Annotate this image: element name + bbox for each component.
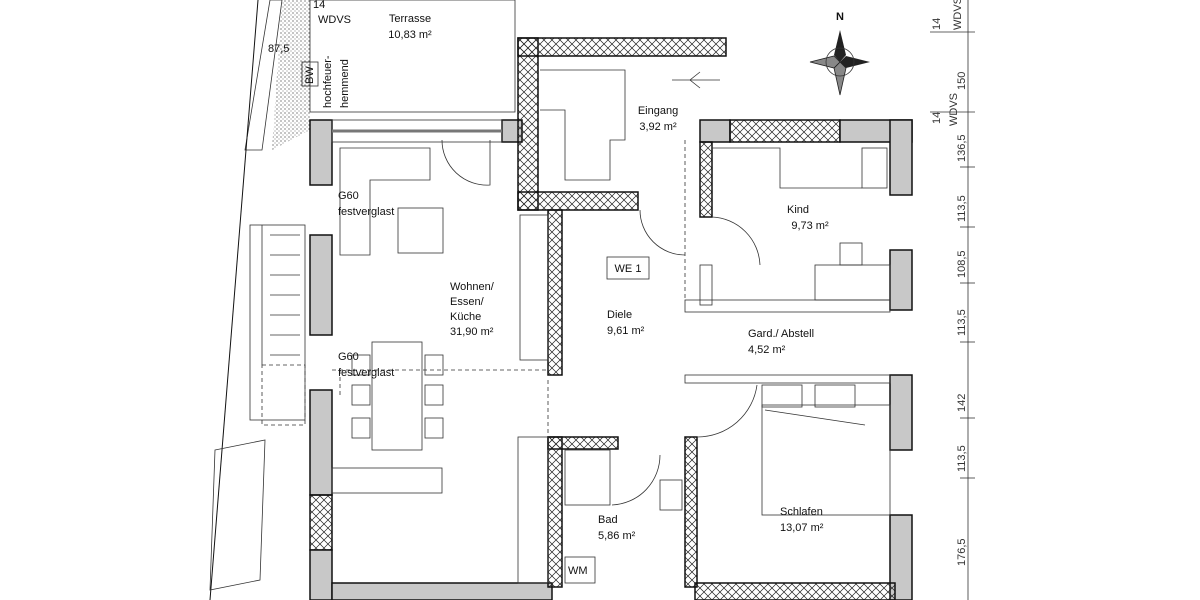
dim: 176,5 xyxy=(956,538,968,566)
terrace-area: 10,83 m² xyxy=(388,29,432,41)
wdvs-label: WDVS xyxy=(318,14,351,26)
bad-area: 5,86 m² xyxy=(598,530,636,542)
kind-area: 9,73 m² xyxy=(791,220,829,232)
eingang-name: Eingang xyxy=(638,105,678,117)
dim: 136,5 xyxy=(956,134,968,162)
north-label: N xyxy=(836,11,844,23)
wm-label: WM xyxy=(568,565,588,577)
bw-box xyxy=(301,61,319,87)
eingang-area: 3,92 m² xyxy=(639,121,677,133)
dim: 142 xyxy=(956,394,968,412)
bad-name: Bad xyxy=(598,514,618,526)
dim: 113,5 xyxy=(956,309,968,336)
window-top-living xyxy=(331,119,503,143)
terrace-name: Terrasse xyxy=(389,13,431,25)
wohnen-name-1: Wohnen/ xyxy=(450,281,495,293)
schlafen-area: 13,07 m² xyxy=(780,522,824,534)
dim: WDVS xyxy=(952,0,964,30)
fire-label-2: hemmend xyxy=(339,59,351,108)
dimension-chain-right: 14 WDVS 150 14 WDVS 136,5 113,5 108,5 11… xyxy=(930,0,975,600)
north-arrow-icon: N xyxy=(809,11,870,96)
dim: 14 xyxy=(931,112,943,124)
g60-1-note: festverglast xyxy=(338,206,394,218)
dim: 14 xyxy=(931,18,943,30)
g60-2: G60 xyxy=(338,351,359,363)
terrace xyxy=(309,0,516,113)
diele-name: Diele xyxy=(607,309,632,321)
g60-1: G60 xyxy=(338,190,359,202)
kind-name: Kind xyxy=(787,204,809,216)
schlafen-name: Schlafen xyxy=(780,506,823,518)
dim: 113,5 xyxy=(956,195,968,222)
wohnen-area: 31,90 m² xyxy=(450,326,494,338)
unit-badge xyxy=(606,256,650,280)
dim: 108,5 xyxy=(956,250,968,278)
dim-87-5: 87,5 xyxy=(268,43,289,55)
terrace-label: Terrasse 10,83 m² xyxy=(388,13,432,41)
interior-walls xyxy=(517,141,891,588)
diele-area: 9,61 m² xyxy=(607,325,645,337)
g60-2-note: festverglast xyxy=(338,367,394,379)
dim-14-top: 14 xyxy=(313,0,325,11)
bw-label: BW xyxy=(304,66,316,84)
gard-name: Gard./ Abstell xyxy=(748,328,814,340)
wohnen-name-3: Küche xyxy=(450,311,481,323)
dim: WDVS xyxy=(948,93,960,126)
exterior-walls xyxy=(309,37,913,600)
gard-area: 4,52 m² xyxy=(748,344,786,356)
site-boundary xyxy=(209,0,310,600)
dim: 113,5 xyxy=(956,445,968,472)
wohnen-name-2: Essen/ xyxy=(450,296,485,308)
fire-label-1: hochfeuer- xyxy=(322,55,334,108)
furniture xyxy=(331,69,891,584)
unit-label: WE 1 xyxy=(615,263,642,275)
dim: 150 xyxy=(956,72,968,90)
